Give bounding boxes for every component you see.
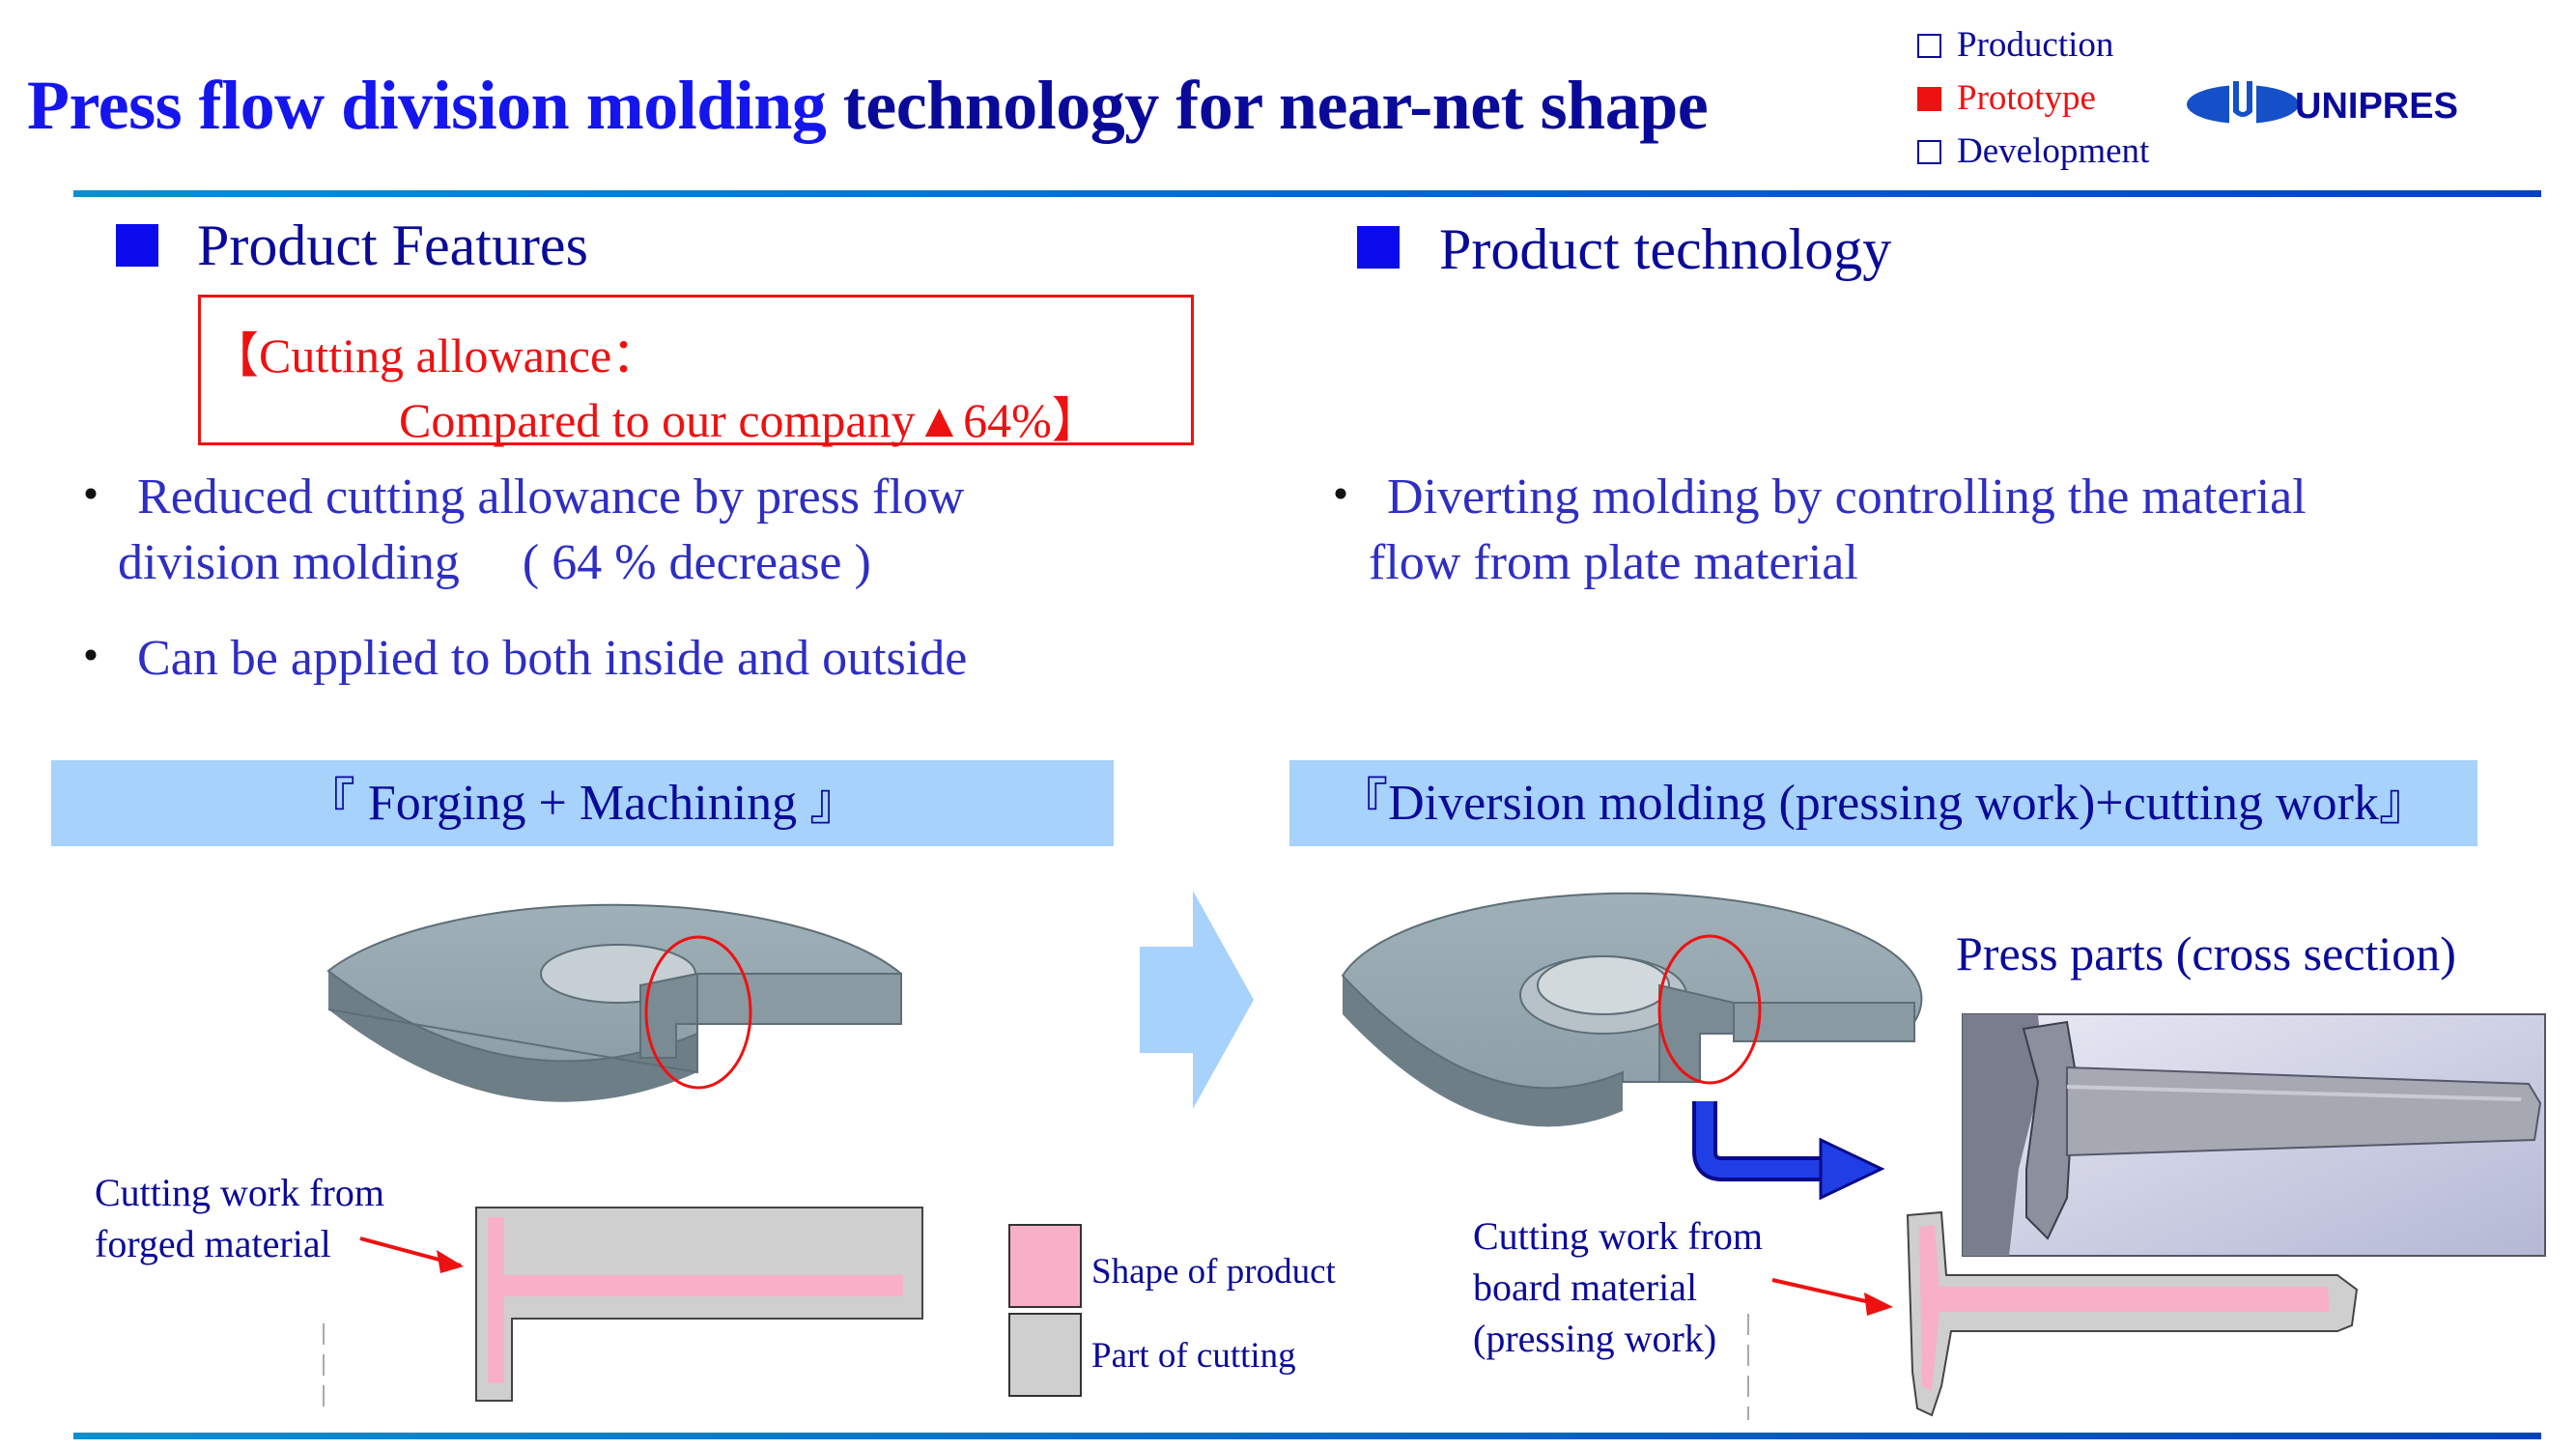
checkbox-icon (1917, 34, 1941, 58)
technology-bullet-1: ・Diverting molding by controlling the ma… (1316, 469, 2307, 590)
status-development: Development (1917, 130, 2149, 172)
comparison-diagrams (323, 891, 2546, 1420)
cross-section-photo (1962, 1013, 2546, 1257)
red-arrow-icon (437, 1250, 464, 1273)
comparison-arrow-icon (1140, 891, 1254, 1109)
status-prototype: Prototype (1917, 77, 2096, 119)
logo-text: UNIPRES (2295, 86, 2458, 127)
allowance-box: 【Cutting allowance： Compared to our comp… (198, 295, 1194, 447)
pressed-ring-model (1341, 892, 1923, 1127)
feature-bullet-2: ・Can be applied to both inside and outsi… (66, 631, 968, 686)
bottom-divider (73, 1433, 2541, 1439)
features-heading: Product Features (197, 213, 588, 277)
forged-ring-model (326, 903, 902, 1102)
feature-bullet-1: ・Reduced cutting allowance by press flow… (66, 469, 965, 590)
legend-product-swatch (1008, 1224, 1082, 1308)
top-divider (73, 190, 2541, 197)
forging-machining-band: 『 Forging + Machining 』 (51, 760, 1114, 846)
bullet-square-icon (116, 224, 158, 267)
forged-cross-section (323, 1207, 923, 1410)
company-logo: UNIPRES (2187, 79, 2458, 129)
title-part-1: Press flow division molding (27, 67, 843, 144)
bullet-square-icon (1357, 226, 1400, 269)
red-arrow-icon (1864, 1293, 1893, 1316)
bent-arrow-icon (1819, 1137, 1885, 1201)
legend-product-label: Shape of product (1091, 1252, 1336, 1292)
diversion-molding-band: 『Diversion molding (pressing work)+cutti… (1289, 760, 2477, 846)
photo-caption: Press parts (cross section) (1956, 926, 2456, 980)
checkbox-icon (1917, 140, 1941, 164)
technology-heading: Product technology (1439, 217, 1892, 281)
title-part-2: technology for near-net shape (842, 67, 1709, 144)
legend-cutting-label: Part of cutting (1091, 1336, 1296, 1376)
allowance-line-1: 【Cutting allowance： (211, 328, 661, 383)
allowance-line-2: Compared to our company▲64%】 (399, 393, 1100, 447)
pressed-cross-section (1747, 1210, 2359, 1420)
checked-checkbox-icon (1917, 87, 1941, 111)
page-title: Press flow division molding technology f… (27, 66, 1709, 146)
legend-cutting-swatch (1008, 1313, 1082, 1397)
status-production: Production (1917, 24, 2113, 66)
